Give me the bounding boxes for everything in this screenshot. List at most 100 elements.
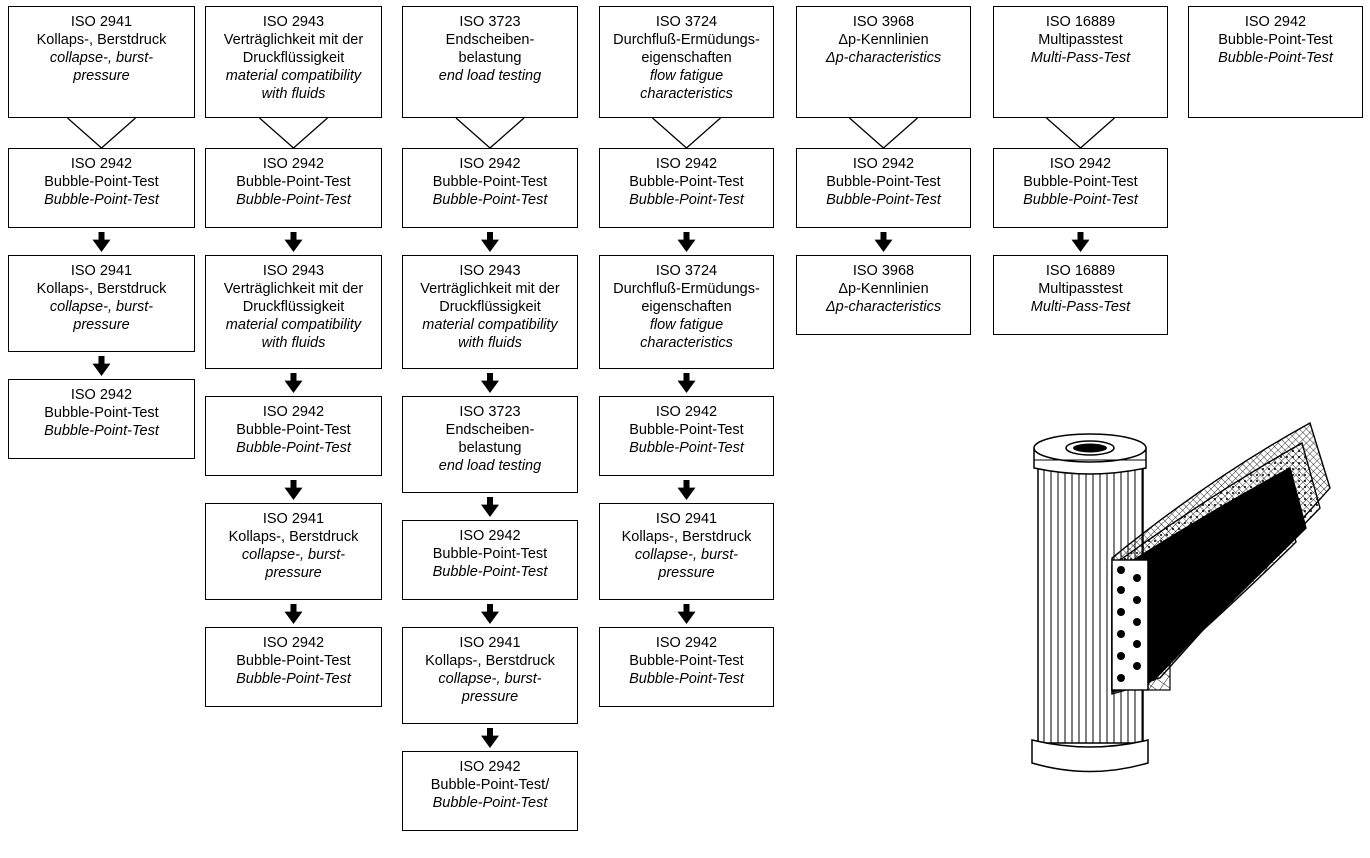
box-text-line: ISO 3968 [852, 14, 915, 30]
funnel-connector [652, 117, 721, 149]
box-text-line: Bubble-Point-Test [44, 405, 159, 421]
down-arrow-icon [481, 728, 499, 748]
box-text-line: Bubble-Point-Test [44, 423, 159, 439]
box-text-line: ISO 2942 [262, 156, 325, 172]
down-arrow-icon [677, 604, 696, 624]
box-text-line: Kollaps-, Berstdruck [621, 529, 752, 545]
box-text-line: Bubble-Point-Test [629, 440, 744, 456]
box-text-line: Bubble-Point-Test [629, 422, 744, 438]
box-text-line: Bubble-Point-Test [1023, 192, 1138, 208]
box-text-line: ISO 3723 [459, 14, 521, 30]
box-text-line: pressure [73, 68, 130, 84]
box-text-line: Bubble-Point-Test [432, 546, 548, 562]
box-text-line: Bubble-Point-Test [236, 174, 351, 190]
down-arrow-icon [677, 480, 696, 500]
box-text-line: Verträglichkeit mit der [223, 32, 364, 48]
box-text-line: pressure [73, 317, 130, 333]
box-text-line: Bubble-Point-Test [629, 192, 744, 208]
down-arrow-icon [481, 497, 499, 517]
box-text-line: Bubble-Point-Test [826, 174, 941, 190]
box-text-line: Kollaps-, Berstdruck [425, 653, 555, 669]
box-text-line: ISO 2941 [655, 511, 718, 527]
box-text-line: material compatibility [225, 68, 362, 84]
funnel-connector [259, 117, 328, 149]
down-arrow-icon [481, 604, 499, 624]
box-text-line: characteristics [640, 335, 733, 351]
box-text-line: Bubble-Point-Test [1218, 32, 1333, 48]
box-text-line: Bubble-Point-Test [236, 422, 351, 438]
box-text-line: Multi-Pass-Test [1030, 50, 1131, 66]
funnel-connector [1046, 117, 1115, 149]
box-text-line: Bubble-Point-Test [236, 192, 351, 208]
box-text-line: Δp-Kennlinien [838, 32, 929, 48]
box-text-line: Multipasstest [1038, 281, 1123, 297]
box-text-line: ISO 2943 [459, 263, 521, 279]
box-text-line: Bubble-Point-Test [432, 564, 548, 580]
box-text-line: flow fatigue [649, 68, 724, 84]
box-text-line: collapse-, burst- [49, 299, 154, 315]
box-text-line: ISO 2942 [70, 387, 133, 403]
box-text-line: Multi-Pass-Test [1030, 299, 1131, 315]
box-text-line: collapse-, burst- [634, 547, 739, 563]
box-text-line: end load testing [438, 458, 542, 474]
box-text-line: Bubble-Point-Test [629, 174, 744, 190]
box-text-line: Δp-Kennlinien [838, 281, 929, 297]
box-text-line: Multipasstest [1038, 32, 1123, 48]
box-text-line: Kollaps-, Berstdruck [228, 529, 359, 545]
box-text-line: material compatibility [422, 317, 558, 333]
box-text-line: ISO 3968 [852, 263, 915, 279]
box-text-line: ISO 2942 [459, 759, 521, 775]
box-text-line: Bubble-Point-Test/ [430, 777, 550, 793]
box-text-line: ISO 16889 [1045, 14, 1116, 30]
box-text-line: ISO 2942 [262, 635, 325, 651]
box-text-line: ISO 2941 [70, 263, 133, 279]
box-text-line: Kollaps-, Berstdruck [36, 281, 167, 297]
down-arrow-icon [284, 604, 303, 624]
box-text-line: eigenschaften [641, 50, 732, 66]
box-text-line: ISO 2942 [655, 404, 718, 420]
box-text-line: Bubble-Point-Test [432, 192, 548, 208]
box-text-line: Durchfluß-Ermüdungs- [613, 281, 760, 297]
box-text-line: material compatibility [225, 317, 362, 333]
box-text-line: Bubble-Point-Test [236, 440, 351, 456]
box-text-line: ISO 2942 [655, 156, 718, 172]
box-text-line: Δp-characteristics [825, 50, 942, 66]
box-text-line: ISO 2942 [70, 156, 133, 172]
box-text-line: collapse-, burst- [49, 50, 154, 66]
box-text-line: ISO 2942 [655, 635, 718, 651]
box-text-line: with fluids [261, 335, 326, 351]
down-arrow-icon [284, 373, 303, 393]
box-text-line: Verträglichkeit mit der [420, 281, 560, 297]
box-text-line: Bubble-Point-Test [629, 653, 744, 669]
box-text-line: collapse-, burst- [438, 671, 542, 687]
box-text-line: ISO 2943 [262, 263, 325, 279]
box-text-line: ISO 3723 [459, 404, 521, 420]
box-text-line: with fluids [261, 86, 326, 102]
box-text-line: ISO 2942 [262, 404, 325, 420]
box-text-line: ISO 3724 [655, 14, 718, 30]
box-text-line: Durchfluß-Ermüdungs- [613, 32, 760, 48]
funnel-connector [849, 117, 918, 149]
down-arrow-icon [284, 232, 303, 252]
box-text-line: ISO 2941 [459, 635, 521, 651]
box-text-line: Endscheiben- [445, 422, 535, 438]
box-text-line: Bubble-Point-Test [236, 671, 351, 687]
